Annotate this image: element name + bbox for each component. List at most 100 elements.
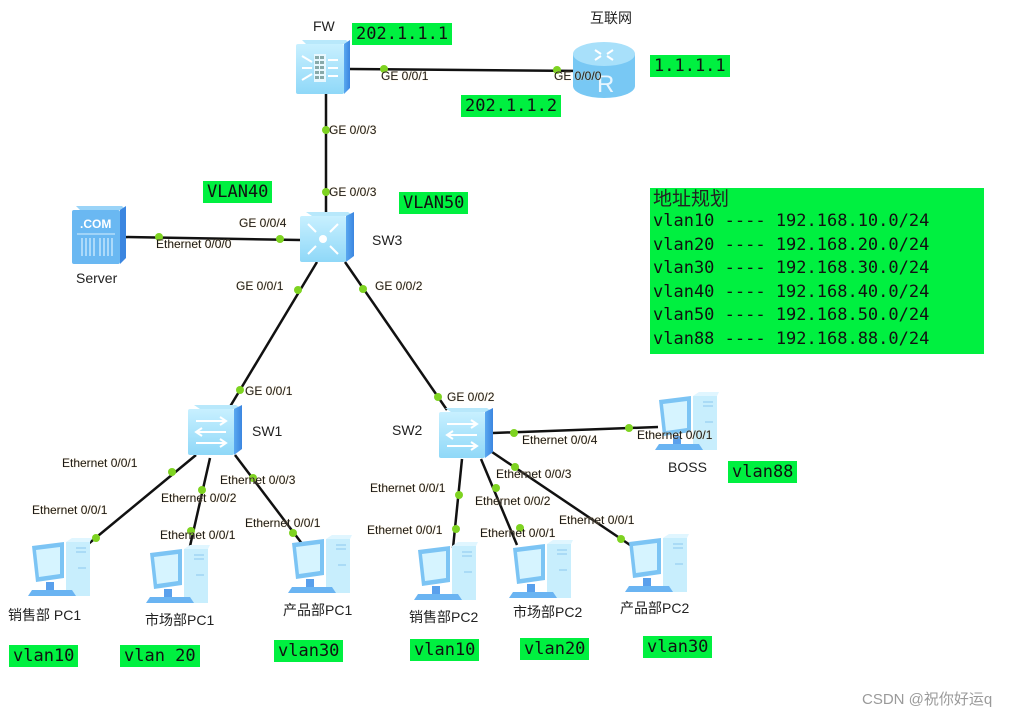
port-dot xyxy=(510,429,518,437)
port-dot xyxy=(516,524,524,532)
svg-text:.COM: .COM xyxy=(80,217,111,231)
watermark: CSDN @祝你好运q xyxy=(862,691,993,708)
address-plan-row: vlan30 ---- 192.168.30.0/24 xyxy=(653,258,930,278)
vlan-tag-market-pc2: vlan20 xyxy=(520,638,590,660)
pc-icon[interactable] xyxy=(413,541,479,601)
port-dot xyxy=(322,188,330,196)
port-dot xyxy=(553,66,561,74)
device-name-product-pc1: 产品部PC1 xyxy=(283,602,353,618)
device-name-sw3: SW3 xyxy=(372,232,403,248)
address-plan-row: vlan88 ---- 192.168.88.0/24 xyxy=(653,328,930,349)
port-label: Ethernet 0/0/1 xyxy=(637,428,713,442)
address-plan-row: vlan10 ---- 192.168.10.0/24 xyxy=(653,211,930,231)
port-dot xyxy=(617,535,625,543)
link-fw-router xyxy=(349,67,586,73)
vlan-tag-product-pc1: vlan30 xyxy=(274,640,344,662)
device-name-sw1: SW1 xyxy=(252,423,283,439)
device-name-sales-pc1: 销售部 PC1 xyxy=(8,607,82,623)
ip-tag-internet: 1.1.1.1 xyxy=(650,55,730,77)
port-label: Ethernet 0/0/1 xyxy=(370,481,446,495)
port-label: GE 0/0/0 xyxy=(554,69,602,83)
vlan-tag-boss: vlan88 xyxy=(728,461,798,483)
port-dot xyxy=(289,529,297,537)
port-label: GE 0/0/1 xyxy=(245,384,293,398)
port-dot xyxy=(276,235,284,243)
address-plan-row: vlan50 ---- 192.168.50.0/24 xyxy=(653,305,930,325)
port-dot xyxy=(359,285,367,293)
port-label: Ethernet 0/0/0 xyxy=(156,237,232,251)
pc-icon[interactable] xyxy=(145,544,211,604)
pc-icon[interactable] xyxy=(624,533,690,593)
address-plan-title: 地址规划 xyxy=(653,188,730,210)
ip-tag-fw: 202.1.1.1 xyxy=(352,23,453,45)
port-label: Ethernet 0/0/1 xyxy=(480,526,556,540)
port-label: GE 0/0/3 xyxy=(329,123,377,137)
port-label: Ethernet 0/0/2 xyxy=(161,491,237,505)
port-dot xyxy=(236,386,244,394)
link-sw1-marketpc1 xyxy=(186,457,212,556)
device-name-internet: 互联网 xyxy=(590,10,632,26)
server-icon[interactable]: .COM xyxy=(72,206,126,264)
port-label: GE 0/0/4 xyxy=(239,216,287,230)
port-label: GE 0/0/3 xyxy=(329,185,377,199)
port-label: GE 0/0/1 xyxy=(236,279,284,293)
port-dot xyxy=(322,126,330,134)
port-dot xyxy=(511,463,519,471)
link-sw1-salespc1 xyxy=(86,454,197,546)
vlan-tag-market-pc1: vlan 20 xyxy=(120,645,200,667)
port-label: GE 0/0/1 xyxy=(381,69,429,83)
port-dot xyxy=(492,484,500,492)
vlan-tag-40: VLAN40 xyxy=(203,181,273,203)
device-name-sales-pc2: 销售部PC2 xyxy=(409,609,479,625)
device-name-sw2: SW2 xyxy=(392,422,423,438)
switch-icon[interactable] xyxy=(188,405,242,455)
port-label: Ethernet 0/0/3 xyxy=(496,467,572,481)
device-name-market-pc2: 市场部PC2 xyxy=(513,604,583,620)
port-label: Ethernet 0/0/1 xyxy=(245,516,321,530)
port-dot xyxy=(155,233,163,241)
vlan-tag-product-pc2: vlan30 xyxy=(643,636,713,658)
device-name-fw: FW xyxy=(313,18,335,34)
device-name-product-pc2: 产品部PC2 xyxy=(620,600,690,616)
port-dot xyxy=(249,474,257,482)
core-switch-icon[interactable] xyxy=(300,212,354,262)
port-label: Ethernet 0/0/1 xyxy=(62,456,138,470)
port-dot xyxy=(434,393,442,401)
device-name-server: Server xyxy=(76,270,118,286)
port-dot xyxy=(294,286,302,294)
ip-tag-link: 202.1.1.2 xyxy=(461,95,562,117)
svg-text:R: R xyxy=(597,71,614,98)
port-label: Ethernet 0/0/1 xyxy=(32,503,108,517)
port-dot xyxy=(455,491,463,499)
port-dot xyxy=(168,468,176,476)
link-sw2-salespc2 xyxy=(451,458,464,549)
port-dot xyxy=(92,534,100,542)
pc-icon[interactable] xyxy=(27,537,93,597)
pc-icon[interactable] xyxy=(508,539,574,599)
firewall-icon[interactable] xyxy=(296,40,350,94)
vlan-tag-sales-pc1: vlan10 xyxy=(9,645,79,667)
port-label: Ethernet 0/0/1 xyxy=(559,513,635,527)
port-dot xyxy=(187,527,195,535)
address-plan-box: 地址规划 vlan10 ---- 192.168.10.0/24 vlan20 … xyxy=(650,188,984,354)
port-label: Ethernet 0/0/1 xyxy=(160,528,236,542)
switch-icon[interactable] xyxy=(439,408,493,458)
router-icon[interactable]: R xyxy=(573,42,635,98)
port-label: GE 0/0/2 xyxy=(447,390,495,404)
port-label: GE 0/0/2 xyxy=(375,279,423,293)
address-plan-row: vlan20 ---- 192.168.20.0/24 xyxy=(653,234,930,255)
link-sw3-sw1 xyxy=(226,261,319,411)
device-name-boss: BOSS xyxy=(668,459,707,475)
port-dot xyxy=(452,525,460,533)
vlan-tag-50: VLAN50 xyxy=(399,192,469,214)
vlan-tag-sales-pc2: vlan10 xyxy=(410,639,480,661)
pc-icon[interactable] xyxy=(287,534,353,594)
link-sw2-marketpc2 xyxy=(479,458,519,546)
port-label: Ethernet 0/0/4 xyxy=(522,433,598,447)
port-label: Ethernet 0/0/3 xyxy=(220,473,296,487)
port-dot xyxy=(198,486,206,494)
port-label: Ethernet 0/0/2 xyxy=(475,494,551,508)
port-label: Ethernet 0/0/1 xyxy=(367,523,443,537)
